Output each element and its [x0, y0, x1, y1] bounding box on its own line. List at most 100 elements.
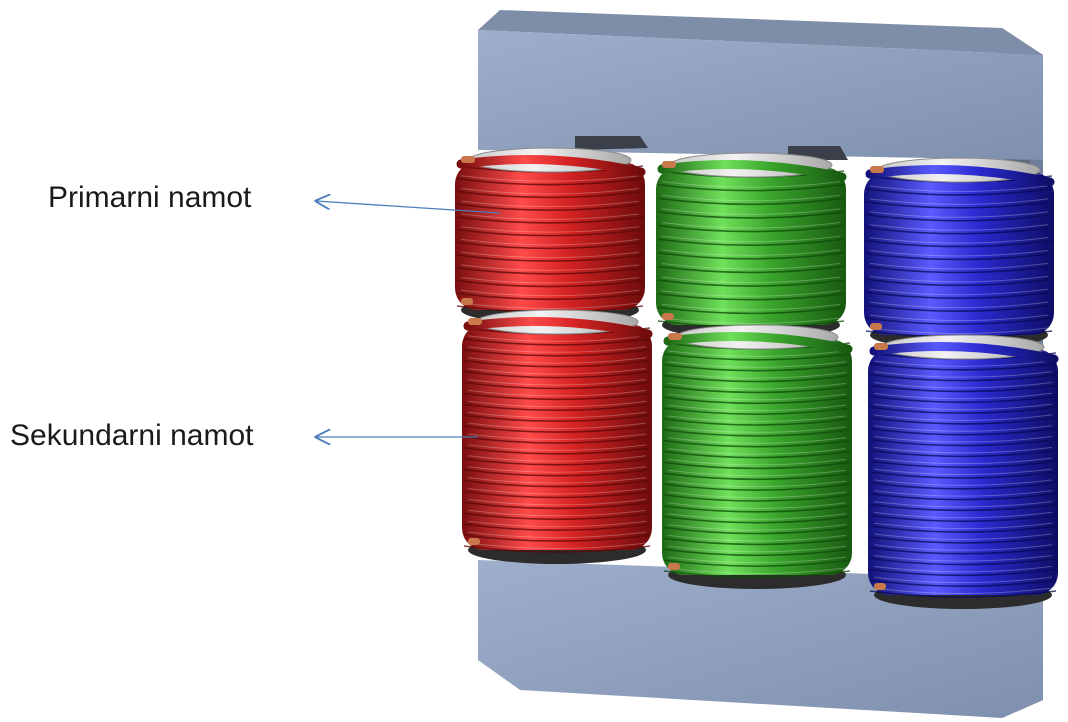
coil-turn — [869, 417, 1057, 425]
coil-turn-highlight — [667, 458, 847, 466]
coil-turn — [463, 479, 651, 488]
coil-turn — [456, 216, 644, 224]
coil-turn — [869, 395, 1057, 404]
coil-turn-highlight — [467, 335, 647, 342]
coil-turn — [869, 406, 1057, 414]
coil-turn — [657, 252, 845, 260]
coil-turn — [869, 449, 1057, 458]
phase-1-primary-coil — [455, 147, 646, 324]
copper-lead-bottom — [662, 313, 674, 320]
coil-turn-highlight — [873, 587, 1053, 594]
coil-turn-highlight — [873, 565, 1053, 573]
coil-turn-highlight — [873, 392, 1053, 400]
coil-turn-highlight — [667, 448, 847, 455]
coil-turn-highlight — [661, 317, 841, 324]
copper-lead-bottom — [668, 563, 680, 570]
coil-turn — [463, 403, 651, 412]
coil-turn-highlight — [460, 251, 640, 259]
coil-turn-highlight — [667, 415, 847, 422]
coil-turn — [663, 407, 851, 415]
coil-turn — [456, 292, 644, 301]
coil-turn — [463, 414, 651, 422]
coil-turn — [663, 429, 851, 437]
coil-turn — [663, 537, 851, 546]
coil-top-turn — [463, 317, 653, 339]
coil-turn-highlight — [467, 444, 647, 451]
copper-lead-top — [461, 156, 475, 163]
coil-turn-highlight — [869, 237, 1049, 244]
coil-turn — [663, 494, 851, 502]
coil-turn — [663, 505, 851, 513]
copper-lead-top — [870, 166, 884, 173]
coil-turn — [869, 363, 1057, 371]
coil-turn-highlight — [467, 422, 647, 430]
coil-turn-highlight — [869, 275, 1049, 283]
coil-turn-highlight — [661, 262, 841, 270]
coil-turn-highlight — [667, 426, 847, 433]
coil-turn — [463, 523, 651, 531]
coil-turn — [865, 213, 1053, 222]
coil-turn-highlight — [467, 531, 647, 539]
coil-turn-highlight — [460, 264, 640, 271]
coil-turn-highlight — [467, 542, 647, 549]
coil-turn — [869, 438, 1057, 447]
coil-turn-highlight — [661, 181, 841, 188]
coil-turn — [865, 188, 1053, 196]
coil-turn — [463, 468, 651, 477]
coil-turn-highlight — [667, 491, 847, 498]
coil-turn-highlight — [869, 301, 1049, 309]
coil-turn — [663, 515, 851, 524]
coil-turn-highlight — [873, 414, 1053, 421]
coil-turn — [463, 425, 651, 433]
coil-turn-highlight — [661, 303, 841, 311]
coil-turn — [456, 254, 644, 262]
coil-turn-highlight — [467, 379, 647, 386]
coil-turn-highlight — [667, 545, 847, 553]
coil-turn-highlight — [460, 238, 640, 246]
coil-turn-highlight — [869, 327, 1049, 334]
coil-turn-highlight — [873, 425, 1053, 432]
coil-top-turn — [865, 165, 1055, 187]
coil-turn-highlight — [467, 520, 647, 528]
coil-turn-highlight — [667, 567, 847, 574]
coil-turn — [657, 238, 845, 246]
coil-turn-highlight — [460, 187, 640, 195]
coil-turn-highlight — [460, 277, 640, 284]
coil-turn — [869, 557, 1057, 566]
coil-turn-highlight — [667, 372, 847, 379]
coil-turn-highlight — [873, 500, 1053, 508]
coil-turn — [657, 224, 845, 233]
coil-turn — [657, 265, 845, 274]
coil-turn-highlight — [873, 468, 1053, 475]
coil-turn-highlight — [460, 175, 640, 182]
phase-1-secondary-coil — [462, 309, 653, 564]
coil-body — [656, 167, 846, 325]
coil-turn-highlight — [667, 404, 847, 412]
coil-body — [462, 324, 652, 550]
coil-turn-highlight — [873, 533, 1053, 540]
coil-turn — [869, 525, 1057, 533]
coil-turn — [869, 460, 1057, 468]
coil-turn-highlight — [667, 524, 847, 531]
primary-winding-label: Primarni namot — [48, 181, 252, 214]
coil-group — [455, 147, 1059, 609]
coil-turn-highlight — [667, 437, 847, 444]
coil-turn — [869, 568, 1057, 577]
coil-top-turn — [869, 342, 1059, 364]
coil-turn — [663, 418, 851, 426]
coil-turn — [869, 503, 1057, 512]
coil-turn-highlight — [873, 522, 1053, 530]
coil-turn-highlight — [460, 289, 640, 297]
coil-turn — [865, 317, 1053, 325]
coil-turn — [456, 177, 644, 186]
coil-turn — [663, 483, 851, 491]
coil-turn — [865, 226, 1053, 235]
primary-callout-arrow — [316, 201, 501, 214]
coil-turn-highlight — [869, 314, 1049, 322]
coil-turn — [657, 211, 845, 219]
coil-turn-highlight — [667, 361, 847, 368]
phase-3-secondary-coil — [868, 334, 1059, 609]
coil-turn-highlight — [667, 393, 847, 401]
coil-turn-highlight — [467, 400, 647, 408]
